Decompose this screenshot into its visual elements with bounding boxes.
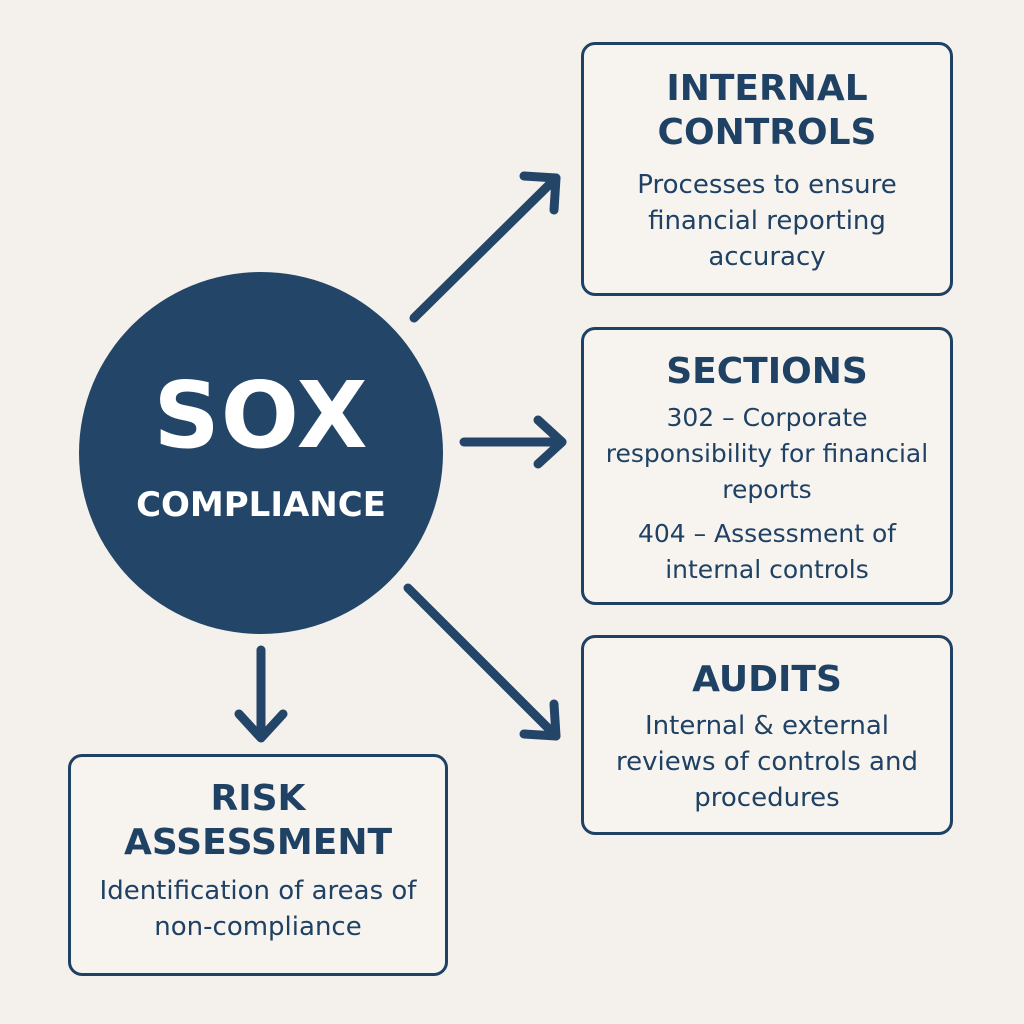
risk-assessment-title-line1: RISK — [210, 778, 306, 819]
arrow-to-audits — [403, 583, 561, 741]
internal-controls-box: INTERNAL CONTROLS Processes to ensure fi… — [581, 42, 953, 296]
arrow-to-internal-controls — [409, 171, 561, 323]
internal-controls-title-line1: INTERNAL — [666, 68, 868, 109]
audits-title: AUDITS — [692, 659, 842, 700]
risk-assessment-title-line2: ASSESSMENT — [123, 822, 393, 863]
audits-box: AUDITS Internal & external reviews of co… — [581, 635, 953, 835]
section-302-text: 302 – Corporate responsibility for finan… — [605, 403, 929, 504]
risk-assessment-box: RISK ASSESSMENT Identification of areas … — [68, 754, 448, 976]
sox-compliance-hub: SOX COMPLIANCE — [79, 272, 443, 634]
internal-controls-description: Processes to ensure financial reporting … — [637, 170, 897, 272]
arrow-to-risk-assessment — [234, 645, 288, 743]
sections-box: SECTIONS 302 – Corporate responsibility … — [581, 327, 953, 605]
arrow-to-sections — [459, 415, 567, 469]
section-404-text: 404 – Assessment of internal controls — [637, 519, 897, 584]
audits-description: Internal & external reviews of controls … — [616, 711, 918, 813]
internal-controls-title-line2: CONTROLS — [657, 112, 877, 153]
sections-title: SECTIONS — [666, 351, 868, 392]
risk-assessment-description: Identification of areas of non-complianc… — [99, 876, 417, 942]
hub-title: SOX — [153, 362, 369, 469]
hub-subtitle: COMPLIANCE — [136, 485, 386, 525]
